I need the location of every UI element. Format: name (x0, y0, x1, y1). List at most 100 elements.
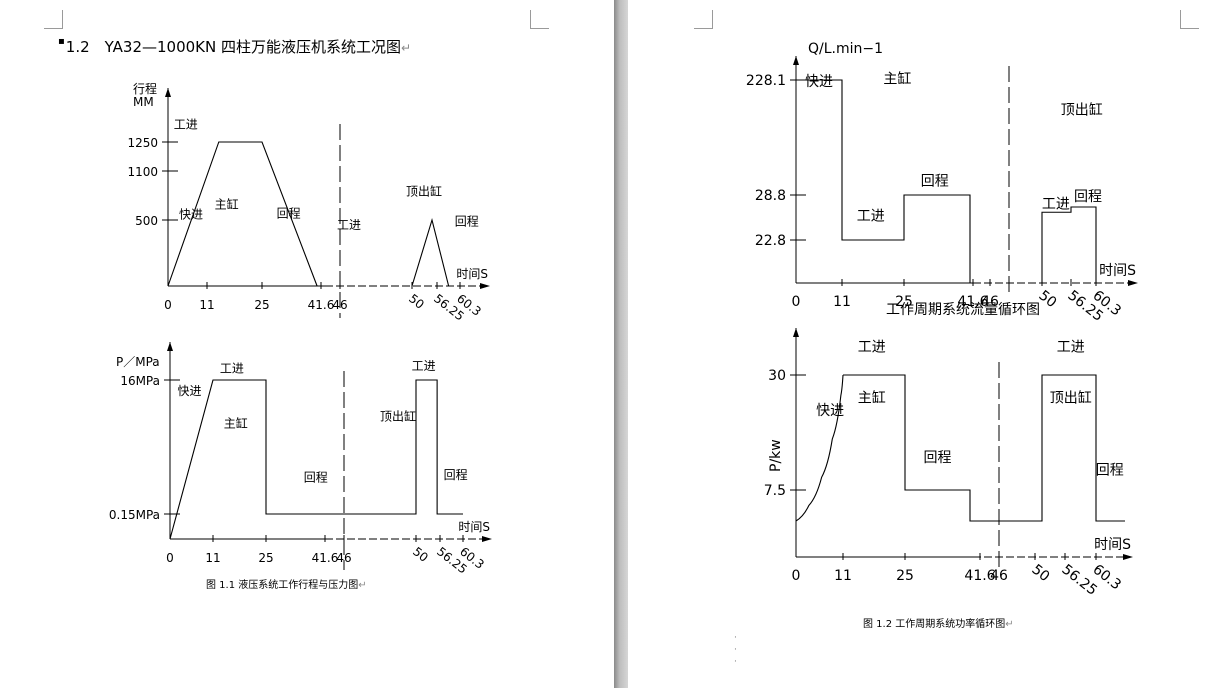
flow-x-tick-label: 0 (792, 294, 801, 310)
pressure-annotation-label: 工进 (220, 361, 244, 375)
stroke-y-tick-label: 500 (135, 214, 158, 228)
power-annotation-label: 工进 (1057, 339, 1085, 355)
stroke-annotation-label: 顶出缸 (406, 184, 442, 199)
power-annotation-label: 快进 (816, 403, 844, 419)
page-gutter (614, 0, 628, 688)
pressure-x-tick-label: 50 (410, 544, 431, 564)
pressure-y-axis-label: P／MPa (116, 355, 160, 369)
stroke-series-line (167, 141, 318, 287)
crop-mark-top-left (694, 10, 713, 29)
pressure-y-axis-arrow (167, 342, 173, 351)
stroke-y-tick-label: 1250 (127, 136, 158, 150)
pressure-x-tick-label: 25 (258, 551, 273, 565)
power-y-tick-label: 30 (768, 368, 786, 384)
pressure-x-tick-label: 46 (336, 551, 351, 565)
power-series-line (843, 374, 1125, 522)
power-x-tick-label: 11 (834, 568, 852, 584)
stroke-annotation-label: 工进 (337, 218, 361, 232)
power-series-curve (795, 374, 844, 522)
pressure-y-tick-label: 0.15MPa (109, 508, 160, 522)
power-x-tick-label: 0 (792, 568, 801, 584)
flow-chart-title: 工作周期系统流量循环图 (886, 302, 1040, 318)
power-annotation-label: 回程 (1096, 463, 1124, 479)
paragraph-mark: ↵ (400, 41, 412, 55)
stroke-series-line (411, 217, 450, 287)
figure-caption-left: 图 1.1 液压系统工作行程与压力图↵ (206, 576, 367, 591)
power-x-tick-label: 56.25 (1059, 562, 1100, 599)
power-y-tick-label: 7.5 (764, 483, 786, 499)
caption-left-text: 图 1.1 液压系统工作行程与压力图 (206, 580, 359, 591)
flow-annotation-label: 主缸 (883, 71, 911, 88)
flow-annotation-label: 回程 (921, 174, 949, 190)
caption-right-text: 图 1.2 工作周期系统功率循环图 (863, 619, 1006, 630)
caption-left-mark: ↵ (358, 580, 367, 591)
stroke-x-tick-label: 41.6 (308, 298, 335, 312)
flow-y-tick-label: 228.1 (746, 73, 786, 89)
stroke-annotation-label: 主缸 (215, 197, 239, 212)
pressure-annotation-label: 回程 (444, 467, 468, 482)
pressure-annotation-label: 工进 (412, 359, 436, 373)
flow-x-tick-label: 46 (981, 294, 999, 310)
stroke-x-tick-label: 0 (164, 298, 172, 312)
pressure-y-tick-label: 16MPa (120, 374, 160, 388)
power-annotation-label: 回程 (924, 450, 952, 466)
flow-annotation-label: 工进 (1042, 197, 1070, 213)
stroke-annotation-label: 快进 (179, 207, 203, 221)
stroke-x-tick-label: 25 (254, 298, 269, 312)
pressure-x-axis-arrow (482, 536, 492, 542)
stroke-x-tick-label: 11 (199, 298, 214, 312)
heading-bullet-mark: ▪ (58, 36, 65, 47)
stroke-y-axis-arrow (165, 88, 171, 97)
flow-x-tick-label: 41.6 (957, 294, 988, 310)
pressure-x-axis-label: 时间S (458, 520, 490, 534)
pressure-x-tick-label: 41.6 (312, 551, 339, 565)
power-annotation-label: 主缸 (858, 390, 886, 407)
stroke-annotation-label: 回程 (455, 213, 479, 228)
flow-annotation-label: 快进 (805, 74, 833, 90)
margin-marks: ··· (734, 633, 737, 667)
power-x-axis-label: 时间S (1094, 537, 1131, 553)
flow-y-axis-arrow (793, 56, 799, 65)
power-annotation-label: 工进 (858, 339, 886, 355)
pressure-annotation-label: 回程 (304, 469, 328, 484)
power-y-axis-arrow (793, 328, 799, 337)
flow-x-axis-arrow (1128, 280, 1138, 286)
flow-x-tick-label: 25 (895, 294, 913, 310)
flow-y-tick-label: 22.8 (755, 233, 786, 249)
heading-text: 1.2 YA32—1000KN 四柱万能液压机系统工况图 (65, 38, 401, 56)
pressure-series-line (169, 379, 463, 540)
stroke-x-axis-label: 时间S (456, 267, 488, 281)
stroke-x-axis-arrow (480, 283, 490, 289)
crop-mark-top-left (44, 10, 63, 29)
section-heading: ▪1.2 YA32—1000KN 四柱万能液压机系统工况图↵ (58, 36, 411, 57)
stroke-y-axis-label-line1: 行程 (133, 81, 157, 96)
power-annotation-label: 顶出缸 (1050, 390, 1092, 407)
flow-series-line (1041, 206, 1097, 283)
flow-annotation-label: 回程 (1074, 189, 1102, 205)
stroke-y-tick-label: 1100 (127, 165, 158, 179)
caption-right-mark: ↵ (1005, 619, 1014, 630)
pressure-annotation-label: 快进 (178, 384, 202, 398)
power-x-tick-label: 50 (1029, 562, 1053, 586)
pressure-x-tick-label: 0 (166, 551, 174, 565)
flow-y-axis-label: Q/L.min−1 (808, 41, 883, 57)
power-y-axis-label: P/kw (768, 439, 784, 472)
flow-series-line (796, 79, 971, 283)
power-x-tick-label: 41.6 (964, 568, 995, 584)
power-x-tick-label: 25 (896, 568, 914, 584)
flow-x-tick-label: 11 (833, 294, 851, 310)
flow-annotation-label: 顶出缸 (1061, 102, 1103, 119)
stroke-y-axis-label-line2: MM (133, 95, 154, 109)
flow-x-axis-label: 时间S (1099, 263, 1136, 279)
pressure-annotation-label: 主缸 (224, 415, 248, 430)
pressure-annotation-label: 顶出缸 (380, 409, 416, 424)
crop-mark-top-right (530, 10, 549, 29)
power-x-axis-arrow (1123, 554, 1133, 560)
crop-mark-top-right (1180, 10, 1199, 29)
